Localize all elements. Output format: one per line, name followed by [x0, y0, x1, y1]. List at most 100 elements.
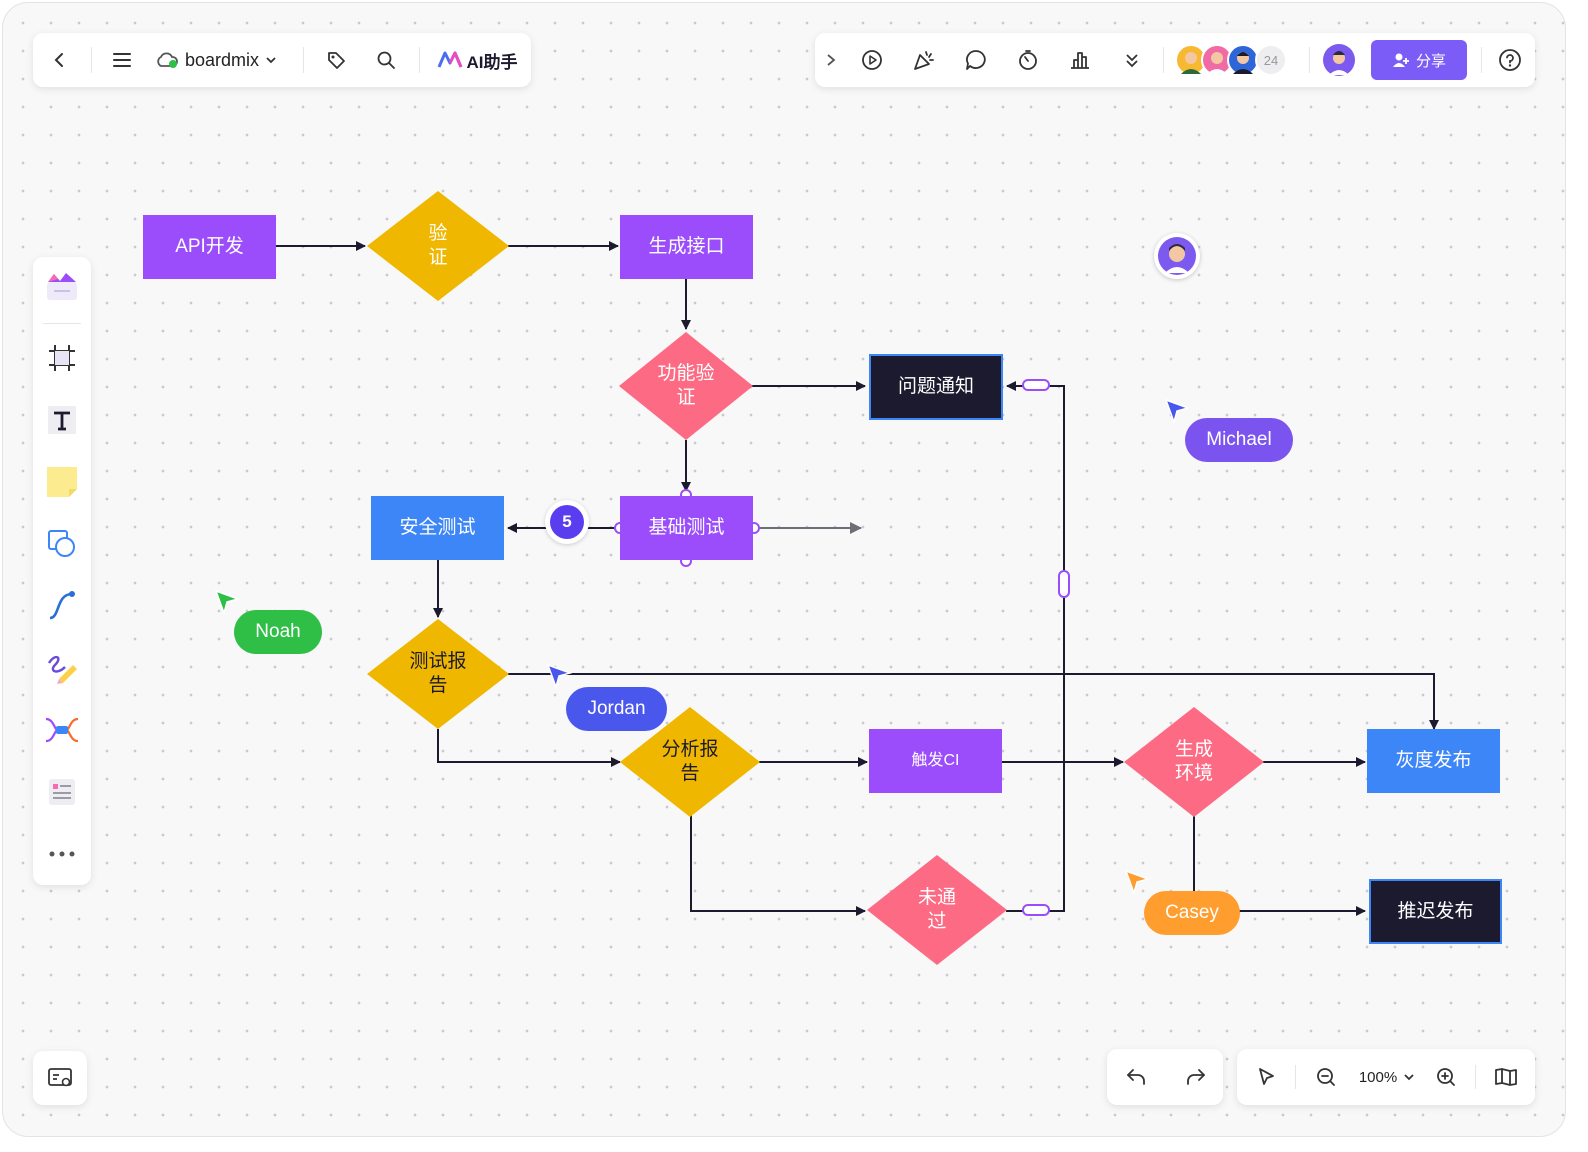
collaborator-count: 24 [1255, 44, 1287, 76]
node-verify-label: 验 证 [428, 223, 448, 268]
cursor-casey-pointer [1124, 869, 1150, 895]
more-tools-button[interactable] [1115, 43, 1149, 77]
cursor-noah-label: Noah [234, 610, 322, 654]
node-test-report[interactable]: 测试报 告 [367, 619, 509, 729]
node-verify[interactable]: 验 证 [367, 191, 509, 301]
chevron-right-icon [827, 54, 836, 66]
zoom-in-icon [1437, 1068, 1455, 1086]
curve-connector-icon [49, 591, 75, 620]
connector-handle [1058, 570, 1070, 598]
node-failed[interactable]: 未通 过 [867, 855, 1007, 965]
edge-report-gray [508, 673, 1439, 730]
collaborator-avatars[interactable]: 24 [1175, 44, 1299, 76]
minimap-button[interactable] [33, 1051, 87, 1105]
board-name-dropdown[interactable]: boardmix [155, 43, 293, 77]
cursor-jordan-pointer [546, 663, 572, 689]
comment-button[interactable] [959, 43, 993, 77]
book-open-icon [1495, 1068, 1517, 1086]
text-tool-button[interactable] [41, 399, 83, 441]
node-failed-label: 未通 过 [917, 887, 956, 932]
more-tools-ellipsis-button[interactable] [41, 833, 83, 875]
ai-assistant-button[interactable]: AI助手 [431, 43, 523, 77]
chevron-left-icon [54, 53, 63, 67]
zoom-out-button[interactable] [1309, 1060, 1343, 1094]
back-button[interactable] [43, 43, 77, 77]
node-func-verify[interactable]: 功能验 证 [619, 332, 753, 440]
comment-badge[interactable]: 5 [545, 500, 589, 544]
vote-button[interactable] [1063, 43, 1097, 77]
select-tool-button[interactable] [1249, 1060, 1283, 1094]
mindmap-icon [45, 717, 79, 743]
avatar-icon [1323, 44, 1355, 76]
node-gen-env[interactable]: 生成 环境 [1124, 707, 1264, 817]
connector-handle [1022, 379, 1050, 391]
double-chevron-down-icon [1126, 54, 1138, 68]
document-list-icon [49, 779, 75, 805]
cursor-noah-pointer [214, 589, 240, 615]
node-security-test[interactable]: 安全测试 [371, 496, 504, 560]
connector-tool-button[interactable] [41, 585, 83, 627]
pen-draw-icon [47, 655, 77, 684]
shape-tool-button[interactable] [41, 523, 83, 565]
share-button[interactable]: 分享 [1371, 40, 1467, 80]
pen-tool-button[interactable] [41, 647, 83, 689]
board-name: boardmix [185, 49, 260, 70]
zoom-level-dropdown[interactable]: 100% [1351, 1060, 1423, 1094]
node-gen-interface[interactable]: 生成接口 [620, 215, 753, 279]
sticky-note-icon [47, 467, 77, 497]
help-button[interactable] [1493, 43, 1527, 77]
search-button[interactable] [369, 43, 403, 77]
timer-button[interactable] [1011, 43, 1045, 77]
menu-button[interactable] [105, 43, 139, 77]
node-api-dev[interactable]: API开发 [143, 215, 276, 279]
expand-toolbar-button[interactable] [819, 45, 843, 75]
avatar-face-icon [1158, 237, 1196, 275]
search-icon [377, 51, 395, 69]
map-card-icon [48, 1068, 72, 1087]
top-left-toolbar: boardmix AI助手 [33, 33, 531, 87]
redo-icon [1187, 1069, 1205, 1085]
sticky-note-tool-button[interactable] [41, 461, 83, 503]
node-basic-test[interactable]: 基础测试 [620, 496, 753, 560]
redo-button[interactable] [1179, 1060, 1213, 1094]
avatar-icon [1175, 44, 1207, 76]
add-user-icon [1392, 53, 1409, 67]
edge-report-analyze [437, 729, 621, 767]
present-button[interactable] [855, 43, 889, 77]
node-delay-release[interactable]: 推迟发布 [1369, 879, 1502, 944]
pointer-icon [1259, 1068, 1274, 1085]
node-test-report-label: 测试报 告 [409, 651, 467, 696]
node-func-verify-label: 功能验 证 [657, 363, 715, 408]
zoom-in-button[interactable] [1429, 1060, 1463, 1094]
comment-count: 5 [550, 505, 584, 539]
edge-analyze-failed [690, 815, 866, 916]
party-popper-icon [914, 51, 934, 70]
floating-avatar[interactable] [1154, 233, 1200, 279]
node-issue-notify[interactable]: 问题通知 [869, 354, 1003, 420]
frame-tool-button[interactable] [41, 337, 83, 379]
connector-handle [1022, 904, 1050, 916]
canvas[interactable]: API开发 验 证 生成接口 功能验 证 问题通知 基础测试 安全测试 5 测试… [2, 2, 1566, 1137]
undo-button[interactable] [1119, 1060, 1153, 1094]
play-circle-icon [862, 50, 882, 70]
tag-icon [328, 52, 345, 69]
ai-assistant-label: AI助手 [466, 52, 518, 72]
current-user-avatar[interactable] [1323, 44, 1355, 76]
template-library-button[interactable] [41, 265, 83, 307]
avatar-icon [1227, 44, 1259, 76]
tag-button[interactable] [319, 43, 353, 77]
more-components-button[interactable] [41, 771, 83, 813]
outline-view-button[interactable] [1489, 1060, 1523, 1094]
node-analyze-report[interactable]: 分析报 告 [620, 707, 760, 817]
chevron-down-icon [1404, 1074, 1414, 1081]
node-trigger-ci[interactable]: 触发CI [869, 729, 1002, 793]
mindmap-tool-button[interactable] [41, 709, 83, 751]
template-icon [47, 273, 77, 300]
zoom-out-icon [1317, 1068, 1335, 1086]
celebrate-button[interactable] [907, 43, 941, 77]
undo-icon [1127, 1069, 1145, 1085]
hamburger-icon [113, 53, 131, 67]
cursor-michael-label: Michael [1185, 418, 1293, 462]
cursor-jordan-label: Jordan [566, 687, 667, 731]
node-gray-release[interactable]: 灰度发布 [1367, 729, 1500, 793]
